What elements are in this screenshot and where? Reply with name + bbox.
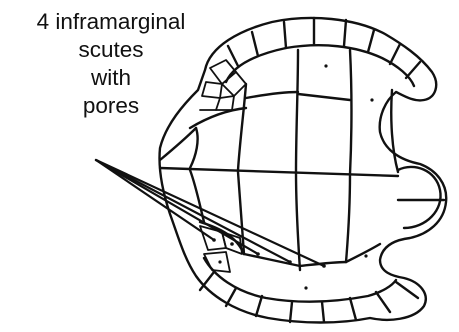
pointer-line-2 [96, 160, 258, 254]
anal-lobe [398, 167, 441, 228]
lower-plastral-seams [190, 170, 380, 270]
lower-marginal-dividers [200, 272, 418, 322]
marginal-inner-upper [226, 45, 414, 86]
pointer-line-1 [96, 160, 214, 240]
upper-plastral-seams [160, 50, 398, 174]
midline-seam [160, 168, 398, 176]
